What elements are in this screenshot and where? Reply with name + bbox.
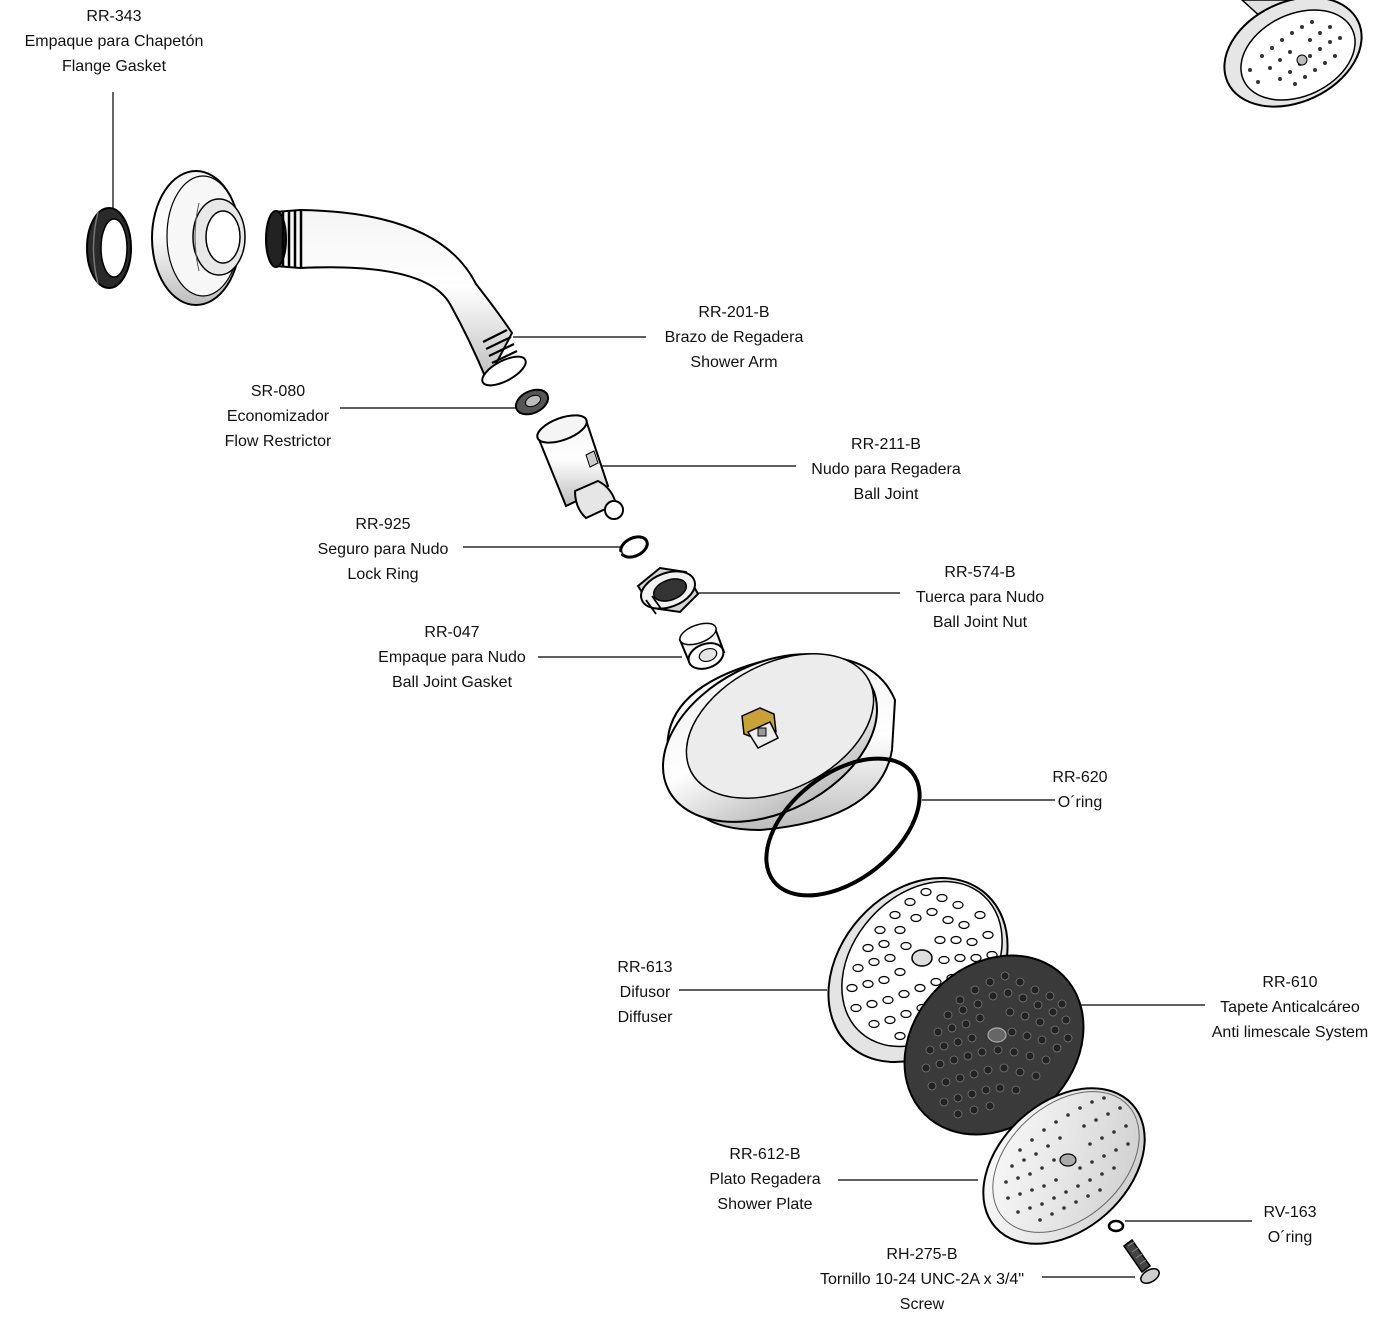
label-rr343: RR-343 Empaque para Chapetón Flange Gask… [0, 4, 228, 79]
label-rr201b: RR-201-B Brazo de Regadera Shower Arm [634, 300, 834, 375]
part-name-es: Tapete Anticalcáreo [1220, 999, 1360, 1016]
plate-holes [1004, 1096, 1130, 1222]
label-sr080: SR-080 Economizador Flow Restrictor [196, 379, 360, 454]
label-rr925: RR-925 Seguro para Nudo Lock Ring [290, 512, 476, 587]
part-code: RV-163 [1263, 1204, 1317, 1221]
part-name-en: Diffuser [617, 1009, 673, 1026]
shower-plate-part [982, 1087, 1146, 1245]
o-ring-small-part [1107, 1219, 1125, 1233]
part-name-es: Seguro para Nudo [317, 541, 449, 558]
o-ring-large-part [764, 756, 922, 898]
ball-joint-part [536, 414, 624, 520]
part-name-es: Tuerca para Nudo [915, 589, 1045, 606]
part-code: RR-343 [86, 8, 142, 25]
part-name-es: Nudo para Regadera [811, 461, 961, 478]
shower-arm-part [265, 208, 527, 387]
flange-gasket-part [86, 207, 132, 289]
part-code: RR-613 [617, 959, 673, 976]
label-rr610: RR-610 Tapete Anticalcáreo Anti limescal… [1190, 970, 1390, 1045]
label-rr613: RR-613 Difusor Diffuser [590, 955, 700, 1030]
label-rr620: RR-620 O´ring [1030, 765, 1130, 815]
part-name-es: O´ring [1057, 794, 1103, 811]
assembled-shower-head-icon [1223, 0, 1363, 108]
part-code: RR-612-B [729, 1146, 801, 1163]
flow-restrictor-part [514, 388, 550, 416]
part-code: RR-201-B [698, 304, 770, 321]
part-name-en: Screw [899, 1296, 945, 1313]
part-name-es: Difusor [619, 984, 671, 1001]
label-rr211b: RR-211-B Nudo para Regadera Ball Joint [786, 432, 986, 507]
part-name-es: Empaque para Chapetón [24, 33, 204, 50]
ball-joint-nut-part [636, 566, 700, 615]
lock-ring-part [616, 535, 649, 559]
screw-part [1122, 1238, 1160, 1284]
part-code: RR-925 [355, 516, 411, 533]
part-name-en: Flow Restrictor [224, 433, 332, 450]
part-code: RR-620 [1052, 769, 1108, 786]
mat-nozzles [921, 971, 1073, 1119]
part-name-en: Ball Joint [853, 486, 919, 503]
part-code: RR-610 [1262, 974, 1318, 991]
part-name-en: Flange Gasket [61, 58, 167, 75]
flange-part [151, 170, 246, 306]
part-name-es: Empaque para Nudo [378, 649, 526, 666]
part-name-en: Anti limescale System [1211, 1024, 1369, 1041]
part-code: RR-574-B [944, 564, 1016, 581]
part-code: RH-275-B [886, 1246, 958, 1263]
part-code: SR-080 [250, 383, 306, 400]
label-rr047: RR-047 Empaque para Nudo Ball Joint Gask… [352, 620, 552, 695]
part-name-es: Tornillo 10-24 UNC-2A x 3/4" [820, 1271, 1024, 1288]
part-name-en: Lock Ring [347, 566, 419, 583]
label-rv163: RV-163 O´ring [1240, 1200, 1340, 1250]
part-name-en: Ball Joint Gasket [391, 674, 513, 691]
part-code: RR-047 [424, 624, 480, 641]
part-name-es: Brazo de Regadera [664, 329, 804, 346]
part-name-es: O´ring [1267, 1229, 1313, 1246]
part-name-en: Shower Plate [717, 1196, 813, 1213]
label-rh275b: RH-275-B Tornillo 10-24 UNC-2A x 3/4" Sc… [792, 1242, 1052, 1317]
leader-lines [112, 92, 1252, 1278]
part-name-es: Economizador [226, 408, 330, 425]
part-code: RR-211-B [851, 436, 921, 453]
part-name-es: Plato Regadera [709, 1171, 821, 1188]
part-name-en: Shower Arm [690, 354, 778, 371]
label-rr574b: RR-574-B Tuerca para Nudo Ball Joint Nut [885, 560, 1075, 635]
label-rr612b: RR-612-B Plato Regadera Shower Plate [690, 1142, 840, 1217]
anti-limescale-mat-part [903, 954, 1085, 1136]
shower-head-body-part [662, 653, 897, 832]
part-name-en: Ball Joint Nut [932, 614, 1028, 631]
ball-joint-gasket-part [678, 622, 726, 670]
